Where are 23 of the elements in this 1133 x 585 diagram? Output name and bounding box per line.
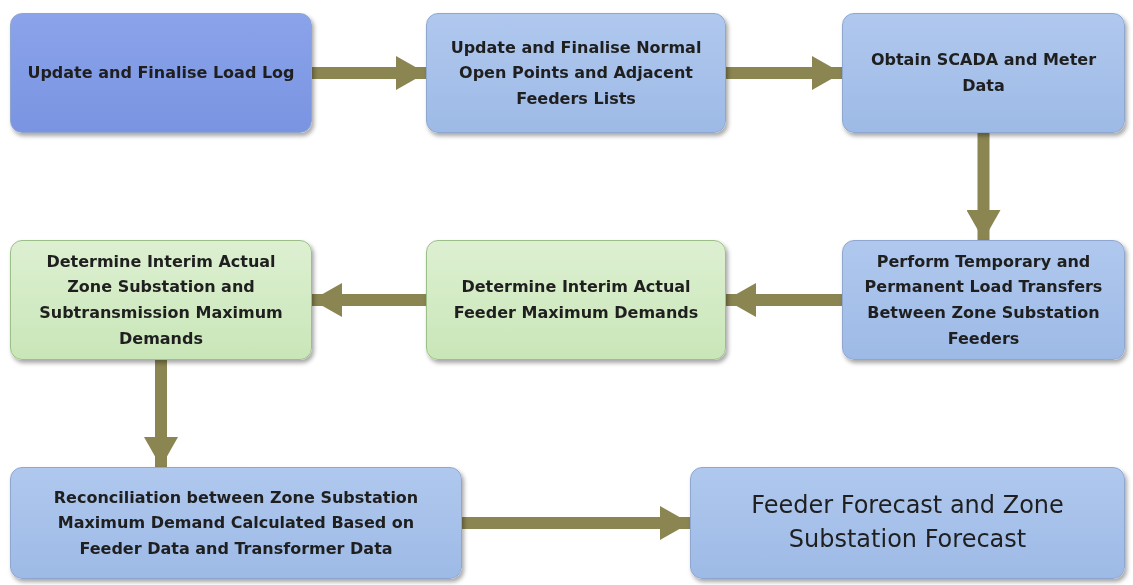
- process-box: [690, 467, 1125, 579]
- process-box: [426, 13, 726, 133]
- arrow: [726, 283, 842, 317]
- process-box: [842, 240, 1125, 360]
- arrow: [312, 283, 426, 317]
- step-label: Update and Finalise Normal Open Points and Adjacent Feeders Lists: [449, 36, 703, 110]
- arrow: [312, 56, 426, 90]
- arrow: [144, 360, 178, 467]
- step-label: Perform Temporary and Permanent Load Transfers Between Zone Substation Feeders: [863, 250, 1104, 350]
- step-label: Obtain SCADA and Meter Data: [869, 49, 1098, 97]
- process-box: [842, 13, 1125, 133]
- step-label: Determine Interim Actual Zone Substation and Subtransmission Maximum Demands: [38, 250, 284, 350]
- process-box: [426, 240, 726, 360]
- arrow: [726, 56, 842, 90]
- step-label: Feeder Forecast and Zone Substation Forecast: [750, 490, 1065, 555]
- arrow: [462, 506, 690, 540]
- process-box: [10, 13, 312, 133]
- process-box: [10, 240, 312, 360]
- process-box: [10, 467, 462, 579]
- step-label: Reconciliation between Zone Substation Maximum Demand Calculated Based on Feeder Data and Transformer Data: [52, 486, 420, 560]
- arrow: [966, 133, 1001, 240]
- step-label: Update and Finalise Load Log: [27, 62, 295, 85]
- step-label: Determine Interim Actual Feeder Maximum Demands: [452, 276, 700, 324]
